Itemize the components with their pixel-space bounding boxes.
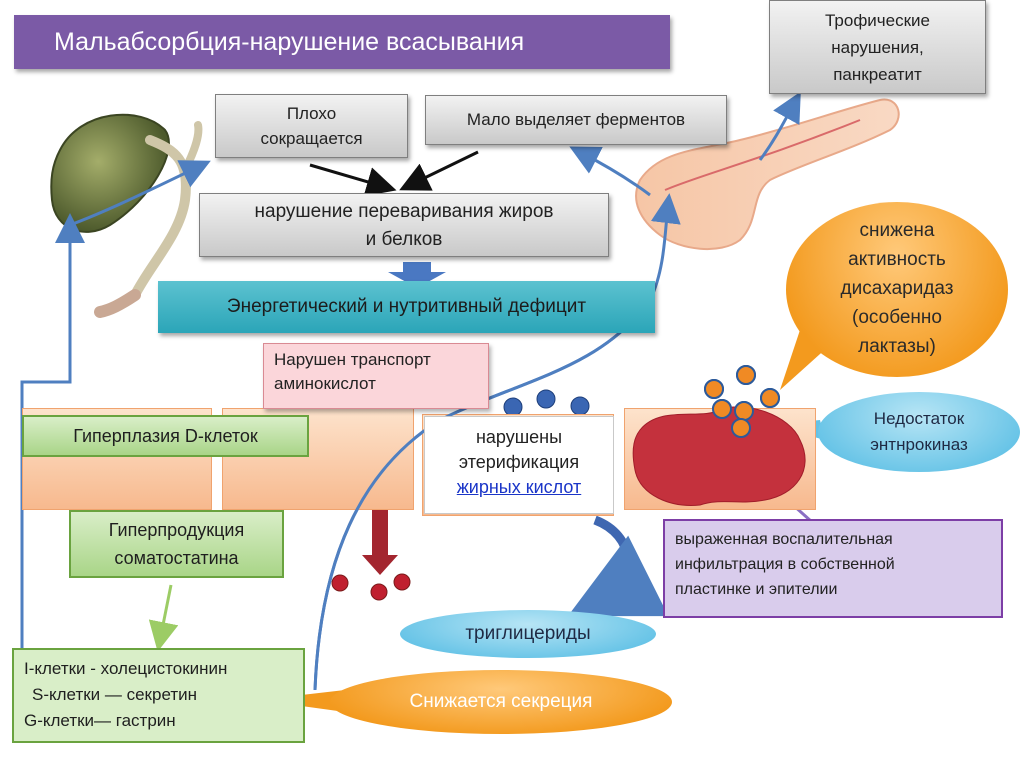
hormone-cells-box: I-клетки - холецистокинин S-клетки — сек… [12,648,305,743]
triglycerides-callout: триглицериды [400,610,656,658]
trophic-box: Трофические нарушения, панкреатит [769,0,986,94]
arrow-to-triglycerides [567,515,669,617]
poorly-contracts-box: Плохо сокращается [215,94,408,158]
cells-line-3: G-клетки— гастрин [24,711,176,730]
disaccharidase-callout: снижена активность дисахаридаз (особенно… [786,202,1008,377]
enterokinase-line-1: Недостаток [873,409,965,428]
aminoacid-line-2: аминокислот [274,374,376,393]
d-cells-box: Гиперплазия D-клеток [22,415,309,457]
cells-line-1: I-клетки - холецистокинин [24,659,228,678]
digestion-line-2: и белков [365,229,443,250]
trophic-line-1: Трофические [824,11,931,30]
esterification-line-1: нарушены [475,427,563,447]
somatostatin-line-1: Гиперпродукция [108,520,245,540]
esterification-line-2: этерификация [458,452,580,472]
trophic-line-3: панкреатит [833,65,922,84]
enterokinase-callout: Недостаток энтнрокиназ [818,392,1020,472]
somatostatin-line-2: соматостатина [114,548,239,568]
cells-line-2: S-клетки — секретин [32,685,198,704]
disaccharidase-line-2: активность [848,249,946,270]
energy-deficit-box: Энергетический и нутритивный дефицит [158,281,655,333]
infiltration-line-1: выраженная воспалительная [675,531,893,548]
infiltration-line-3: пластинке и эпителии [675,581,838,598]
few-enzymes-box: Мало выделяет ферментов [425,95,727,145]
infiltration-box: выраженная воспалительная инфильтрация в… [663,519,1003,618]
pancreas-illustration [635,98,900,251]
mucosa-band-4 [624,408,816,510]
gallbladder-illustration [50,113,203,318]
secretion-callout: Снижается секреция [330,670,672,734]
disaccharidase-line-5: лактазы) [858,336,936,357]
poorly-contracts-line-2: сокращается [260,129,363,148]
arrow-contract-to-digestion [309,163,397,197]
fatty-acids-link[interactable]: жирных кислот [456,477,582,497]
disaccharidase-line-4: (особенно [852,307,942,328]
arrow-pancreas-to-enzymes [569,146,651,197]
aminoacid-line-1: Нарушен транспорт [274,350,431,369]
disaccharidase-line-1: снижена [859,220,935,241]
slide-title: Мальабсорбция-нарушение всасывания [14,15,670,69]
enterokinase-line-2: энтнрокиназ [870,435,968,454]
digestion-disorder-box: нарушение переваривания жиров и белков [199,193,609,257]
poorly-contracts-line-1: Плохо [286,104,337,123]
aminoacid-transport-box: Нарушен транспорт аминокислот [263,343,489,409]
arrow-enzymes-to-digestion [399,150,479,191]
arrow-pancreas-to-trophic [758,91,801,161]
aminoacid-dots [331,573,411,601]
fat-dots [503,389,590,417]
arrow-cells-to-gallbladder [20,213,85,650]
arrow-to-gallbladder-duct [69,160,211,227]
infiltration-line-2: инфильтрация в собственной [675,556,895,573]
arrow-somatostatin-to-cells [148,584,179,652]
digestion-line-1: нарушение переваривания жиров [254,201,554,222]
trophic-line-2: нарушения, [831,38,924,57]
disaccharidase-line-3: дисахаридаз [840,278,954,299]
somatostatin-box: Гиперпродукция соматостатина [69,510,284,578]
block-arrow-down [388,262,446,288]
esterification-box: нарушены этерификация жирных кислот [424,416,614,514]
